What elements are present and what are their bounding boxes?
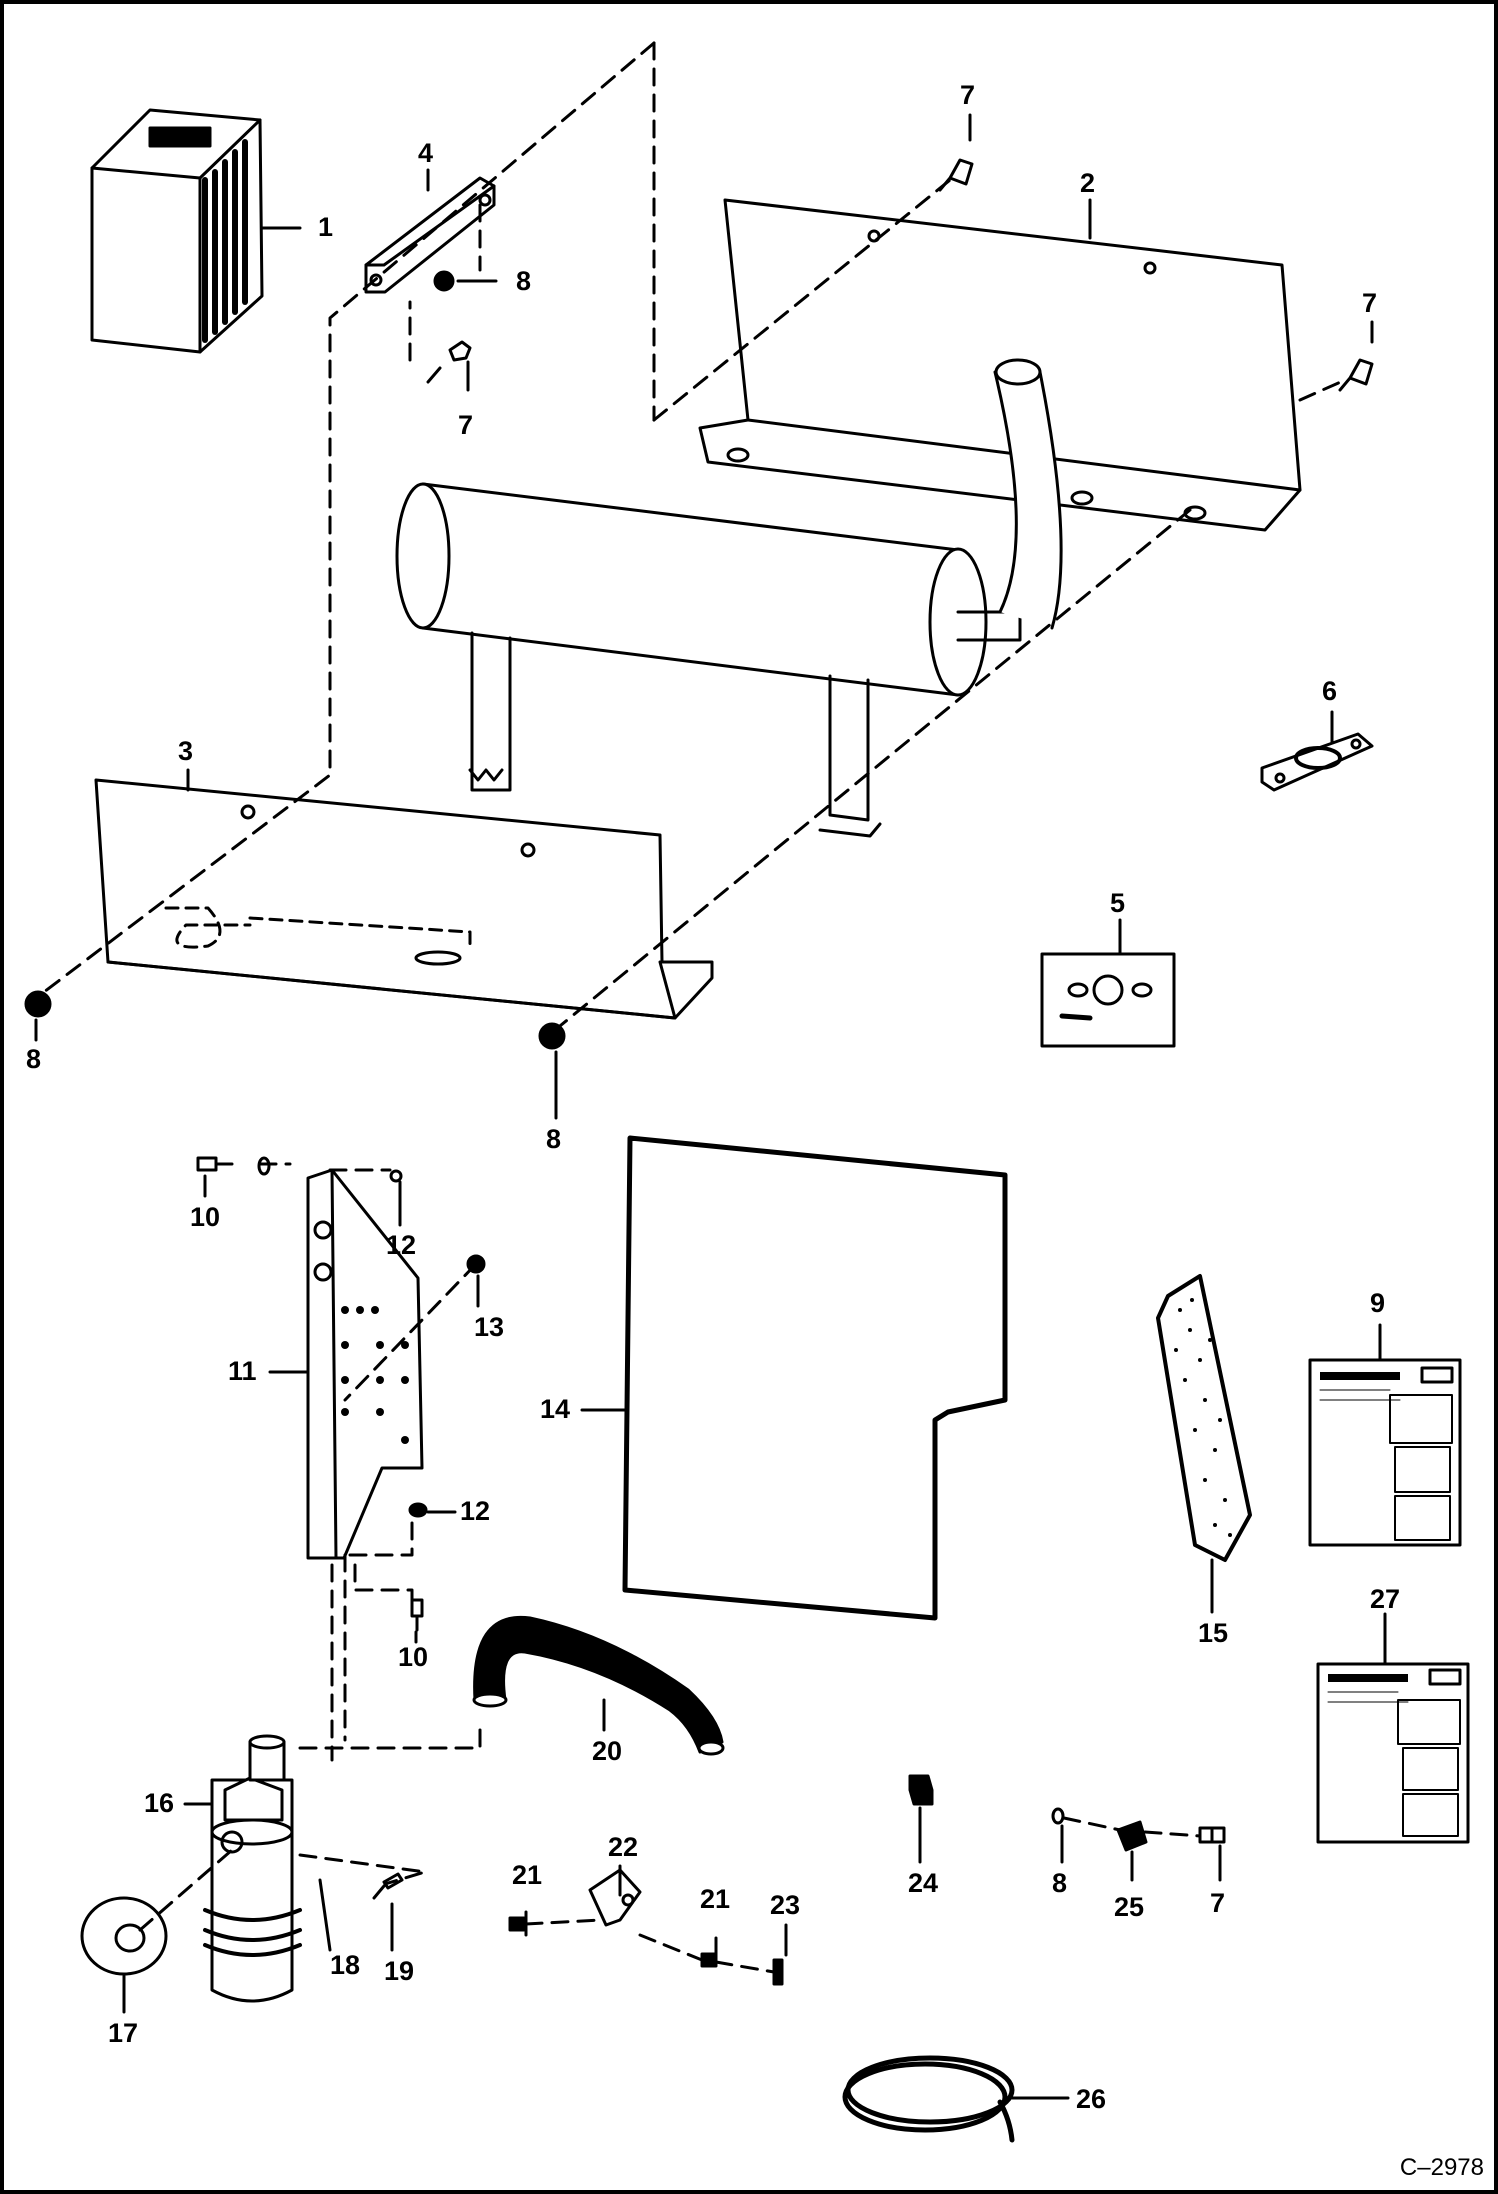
callout-8-lower: 8: [1052, 1868, 1068, 1898]
callout-12-lower: 12: [460, 1496, 491, 1526]
part-27-instruction-sheet: [1316, 1662, 1470, 1844]
part-11-mount-bracket: [306, 1168, 424, 1560]
part-21-fitting-right: [700, 1952, 718, 1968]
callout-10-upper: 10: [190, 1202, 221, 1232]
part-3-lower-shield: [94, 778, 714, 1020]
leader-lines: [34, 113, 1387, 2100]
part-7-bolt-lower: [1198, 1826, 1226, 1844]
callout-7-bracket: 7: [458, 410, 474, 440]
callout-7-lower: 7: [1210, 1888, 1226, 1918]
part-7-bolt-bracket: [426, 340, 472, 384]
assembly-lines: [38, 41, 1347, 1974]
callout-5: 5: [1110, 888, 1126, 918]
part-16-air-cleaner: [203, 1734, 302, 2003]
callout-9: 9: [1370, 1288, 1386, 1318]
callout-15: 15: [1198, 1618, 1229, 1648]
part-8-nut-middle: [538, 1022, 566, 1050]
part-26-tubing: [842, 2055, 1015, 2143]
callout-21-right: 21: [700, 1884, 731, 1914]
part-20-hose: [472, 1615, 725, 1756]
callout-25: 25: [1114, 1892, 1145, 1922]
callout-3: 3: [178, 736, 194, 766]
part-19-screw: [372, 1872, 404, 1900]
callout-23: 23: [770, 1890, 801, 1920]
part-7-bolt-right: [1338, 358, 1374, 392]
part-25-fitting: [1116, 1820, 1148, 1852]
part-8-nut-upper: [433, 270, 455, 292]
part-17-ring: [80, 1896, 168, 1976]
callout-24: 24: [908, 1868, 939, 1898]
part-9-instruction-sheet: [1308, 1358, 1462, 1547]
callout-13: 13: [474, 1312, 505, 1342]
part-22-fitting: [588, 1868, 642, 1927]
part-24-fitting: [908, 1774, 934, 1806]
callout-21-left: 21: [512, 1860, 543, 1890]
callout-1: 1: [318, 212, 334, 242]
part-12-nut-upper: [389, 1169, 403, 1183]
callout-7-top: 7: [960, 80, 976, 110]
part-8-washer-lower: [1051, 1807, 1065, 1825]
part-23-plug: [772, 1958, 784, 1986]
muffler: [395, 358, 1063, 838]
figure-code: C–2978: [1399, 2154, 1484, 2181]
callout-19: 19: [384, 1956, 415, 1986]
callout-20: 20: [592, 1736, 623, 1766]
part-14-insulation-pad: [622, 1135, 1008, 1621]
callout-8-middle: 8: [546, 1124, 562, 1154]
part-12-nut-lower: [408, 1502, 428, 1518]
callout-4: 4: [418, 138, 434, 168]
callout-16: 16: [144, 1788, 175, 1818]
part-5-plate: [1040, 952, 1176, 1048]
callout-8-upper: 8: [516, 266, 532, 296]
callout-27: 27: [1370, 1584, 1401, 1614]
callout-14: 14: [540, 1394, 571, 1424]
part-10-bolt-upper: [196, 1156, 234, 1172]
callout-2: 2: [1080, 168, 1096, 198]
part-12-washer-upper: [257, 1156, 271, 1176]
callout-11: 11: [228, 1356, 257, 1386]
part-15-foam-strip: [1156, 1274, 1252, 1562]
part-10-bolt-lower: [410, 1598, 424, 1632]
callout-8-left: 8: [26, 1044, 42, 1074]
callout-6: 6: [1322, 676, 1338, 706]
part-21-fitting-left: [508, 1916, 526, 1932]
callout-10-lower: 10: [398, 1642, 429, 1672]
part-1-box: [90, 108, 264, 354]
callout-26: 26: [1076, 2084, 1107, 2114]
callout-7-right: 7: [1362, 288, 1378, 318]
callout-22: 22: [608, 1832, 639, 1862]
callout-17: 17: [108, 2018, 139, 2048]
part-8-nut-left: [24, 990, 52, 1018]
callout-12-upper: 12: [386, 1230, 417, 1260]
part-6-gasket: [1260, 732, 1374, 792]
callout-18: 18: [330, 1950, 361, 1980]
